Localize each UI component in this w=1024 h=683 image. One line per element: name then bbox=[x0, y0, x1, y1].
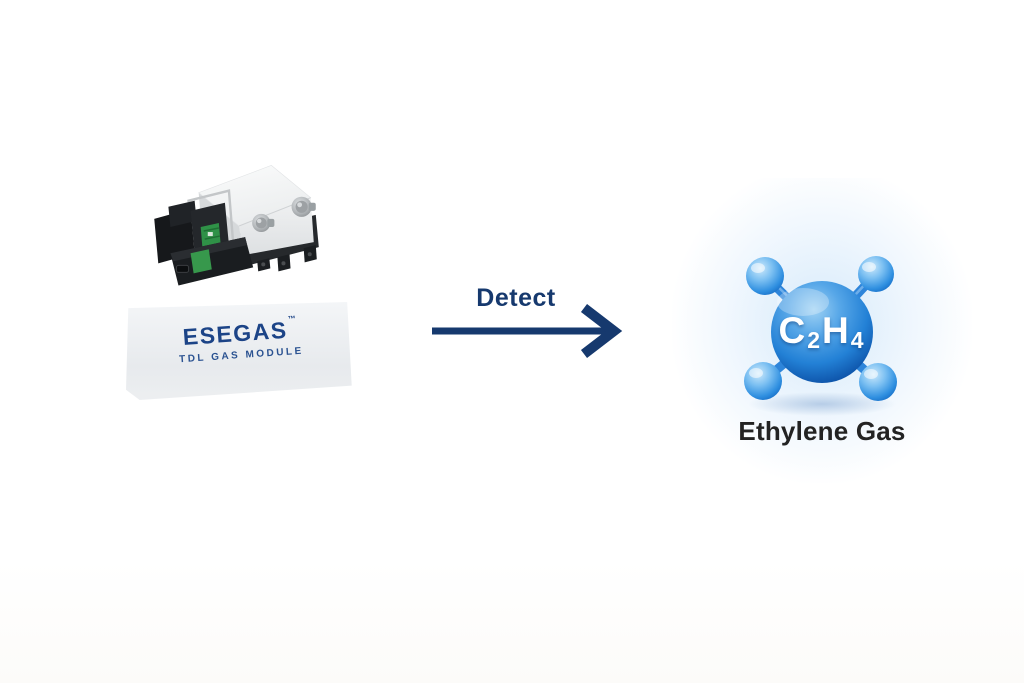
pcb-chip bbox=[207, 232, 213, 237]
device-base-tray-top bbox=[170, 237, 248, 262]
optics-block-top bbox=[168, 200, 197, 227]
carbon-center-sphere bbox=[771, 281, 873, 383]
trademark-mark: ™ bbox=[286, 313, 298, 324]
brand-text: ESEGAS bbox=[181, 316, 288, 350]
formula-h-sub: 4 bbox=[850, 326, 865, 353]
io-port bbox=[175, 264, 190, 273]
formula-h: H bbox=[822, 310, 850, 351]
bracket-hole bbox=[307, 252, 312, 257]
bracket-hole bbox=[261, 262, 266, 267]
tdl-gas-module-photo bbox=[154, 165, 319, 286]
formula-c-sub: 2 bbox=[807, 326, 821, 353]
formula-c: C bbox=[778, 310, 807, 351]
molecule-label: Ethylene Gas bbox=[738, 416, 906, 446]
ethylene-molecule-graphic bbox=[744, 256, 897, 416]
pcb-trace bbox=[203, 227, 220, 232]
hydrogen-atoms bbox=[744, 256, 897, 401]
bracket-hole bbox=[281, 261, 286, 266]
cable-gland-connector bbox=[252, 213, 275, 233]
cable-gland-connector bbox=[291, 196, 316, 217]
detect-label: Detect bbox=[476, 284, 556, 312]
molecule-shadow bbox=[748, 392, 896, 416]
device-label-plate: ESEGAS™ TDL GAS MODULE bbox=[126, 302, 352, 400]
pcb-green-board-lower bbox=[190, 249, 212, 274]
device-label-content: ESEGAS™ TDL GAS MODULE bbox=[176, 313, 303, 365]
right-arrow-icon bbox=[432, 304, 623, 358]
pcb-trace bbox=[204, 235, 221, 240]
